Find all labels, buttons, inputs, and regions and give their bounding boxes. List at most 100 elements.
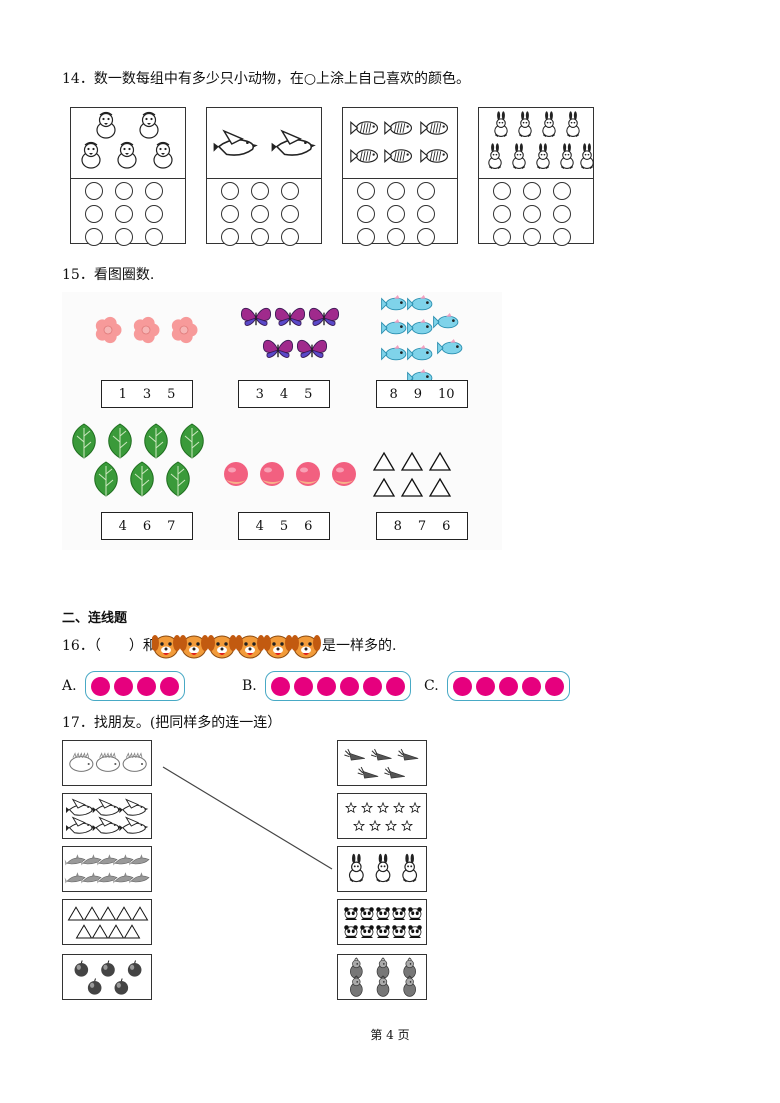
dot [160,676,179,696]
question-15-panel [62,292,502,550]
number-choice[interactable]: 3 [255,386,264,402]
right-picture-box[interactable] [337,740,427,786]
number-choice[interactable]: 10 [438,386,455,402]
number-choice[interactable]: 7 [167,518,176,534]
answer-circle[interactable] [553,182,571,200]
answer-circle[interactable] [493,228,511,246]
bird-icon [92,816,122,834]
answer-circle[interactable] [387,228,405,246]
triangle-icon [67,906,85,921]
answer-circle[interactable] [417,205,435,223]
left-picture-box[interactable] [62,954,152,1000]
number-choice[interactable]: 5 [167,386,176,402]
answer-circle[interactable] [85,228,103,246]
number-choice[interactable]: 5 [279,518,289,534]
number-choice[interactable]: 9 [413,386,422,402]
answer-circle[interactable] [221,182,239,200]
answer-circle[interactable] [281,205,299,223]
answer-circle[interactable] [221,228,239,246]
number-choice[interactable]: 6 [142,518,152,534]
number-choice[interactable]: 1 [118,386,127,402]
answer-circle[interactable] [357,182,375,200]
answer-circle[interactable] [281,182,299,200]
left-picture-box[interactable] [62,899,152,945]
leaf-icon [144,423,168,459]
answer-circle[interactable] [115,205,133,223]
number-choice[interactable]: 8 [389,386,398,402]
answer-circle[interactable] [523,205,541,223]
number-choice[interactable]: 5 [304,386,313,402]
bird-icon [92,798,122,816]
butterfly-icon [309,307,339,326]
panda-icon [376,925,390,938]
answer-circle[interactable] [145,182,163,200]
answer-circle[interactable] [417,182,435,200]
answer-circle[interactable] [387,205,405,223]
apple-icon [101,960,115,977]
fish-color-icon [437,339,463,355]
answer-circle[interactable] [251,182,269,200]
answer-circle[interactable] [85,205,103,223]
answer-circle[interactable] [251,228,269,246]
answer-circle[interactable] [387,182,405,200]
fish-color-icon [381,345,407,361]
dot [453,676,472,696]
answer-circle[interactable] [145,205,163,223]
number-choice[interactable]: 4 [118,518,127,534]
left-picture-box[interactable] [62,846,152,892]
left-picture-box[interactable] [62,740,152,786]
dog-icon [263,635,293,659]
bird-icon [213,129,258,156]
butterfly-icon [275,307,305,326]
dot [114,676,133,696]
chick-icon [139,111,159,139]
carrot-icon [357,766,379,779]
option-label: B. [242,678,257,694]
answer-circle[interactable] [493,182,511,200]
dolphin-icon [96,872,118,884]
chicken-icon [350,957,363,979]
option-dots[interactable] [265,671,411,701]
dolphin-icon [80,872,102,884]
chick-icon [96,111,116,139]
number-choice[interactable]: 3 [142,386,152,402]
number-choice[interactable]: 6 [304,518,313,534]
answer-circle[interactable] [553,205,571,223]
answer-circle[interactable] [417,228,435,246]
panda-icon [392,907,406,920]
right-picture-box[interactable] [337,846,427,892]
number-choice[interactable]: 4 [279,386,289,402]
answer-circle[interactable] [115,182,133,200]
animal-picture-area [71,108,185,179]
answer-circle[interactable] [523,228,541,246]
answer-circle[interactable] [357,205,375,223]
answer-circle[interactable] [553,228,571,246]
answer-circle[interactable] [221,205,239,223]
star-icon [408,801,422,814]
answer-circle[interactable] [523,182,541,200]
leaf-icon [94,461,118,497]
answer-circle[interactable] [251,205,269,223]
answer-circle[interactable] [281,228,299,246]
answer-circle[interactable] [493,205,511,223]
triangle-icon [131,906,149,921]
answer-circle[interactable] [115,228,133,246]
answer-circle[interactable] [357,228,375,246]
number-choice[interactable]: 8 [393,518,402,534]
answer-circles [85,182,175,246]
number-choice[interactable]: 6 [442,518,451,534]
number-choice[interactable]: 7 [417,518,427,534]
right-picture-box[interactable] [337,793,427,839]
hedgehog-icon [95,752,121,772]
option-dots[interactable] [447,671,570,701]
number-choice[interactable]: 4 [255,518,264,534]
left-picture-box[interactable] [62,793,152,839]
right-picture-box[interactable] [337,899,427,945]
option-dots[interactable] [85,671,185,701]
right-picture-box[interactable] [337,954,427,1000]
answer-circle[interactable] [145,228,163,246]
answer-circle[interactable] [85,182,103,200]
dolphin-icon [64,872,86,884]
carrot-icon [370,748,392,761]
